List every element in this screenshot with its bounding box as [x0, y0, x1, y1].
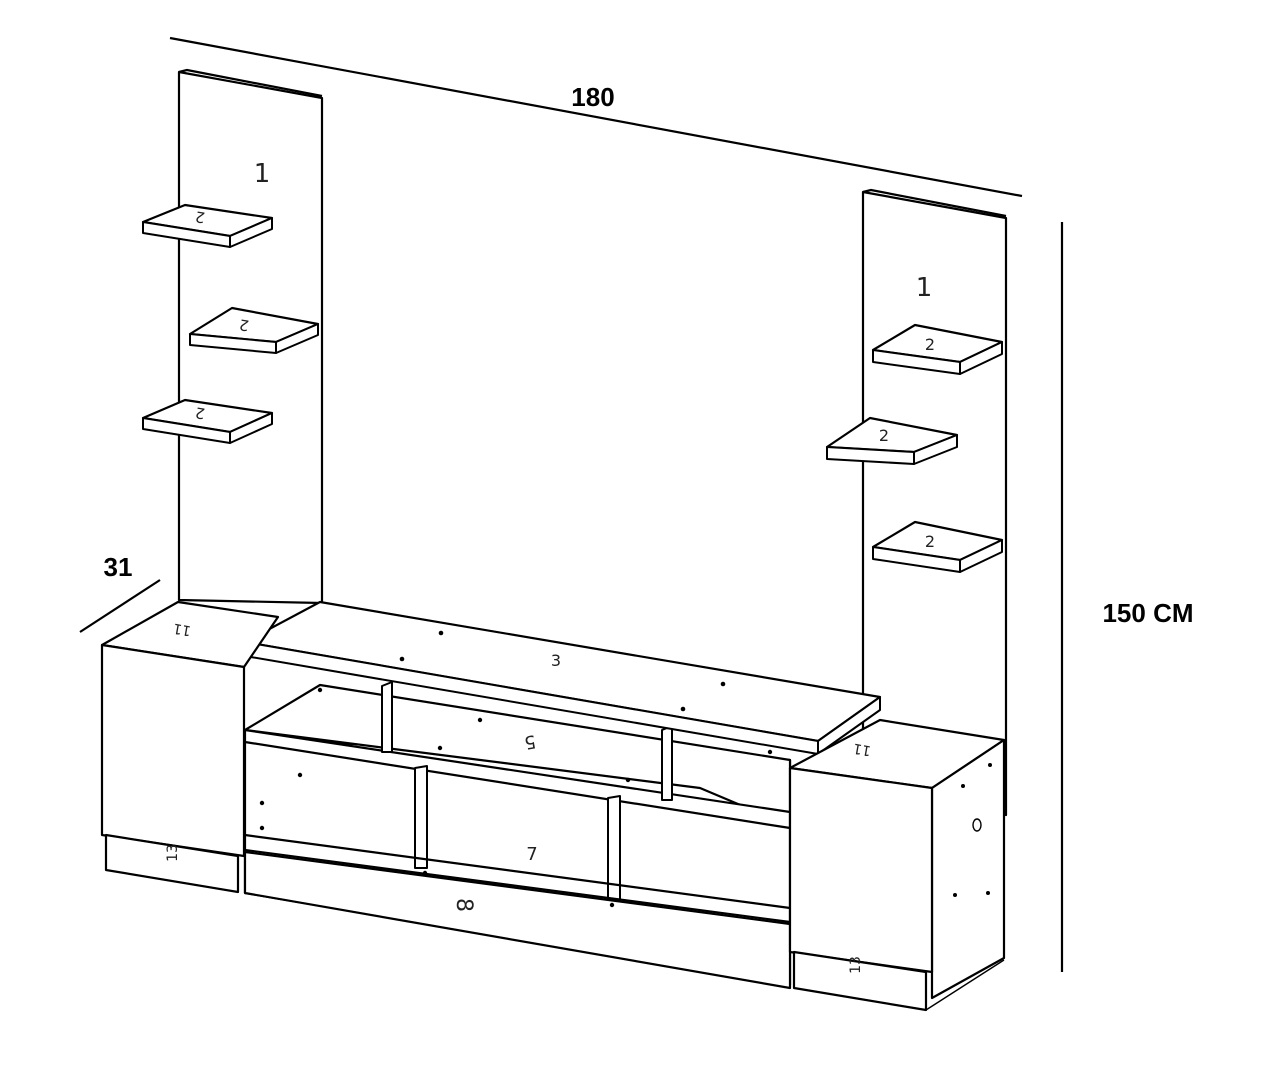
middle-shelf-label: 5	[522, 730, 537, 753]
right-shelf-2-label: 2	[879, 426, 889, 445]
bottom-shelf-label: 7	[526, 844, 537, 865]
left-shelf-1-label: 2	[194, 207, 207, 226]
top-board-label: 3	[551, 651, 561, 670]
right-cabinet: 11 13	[788, 718, 1006, 1012]
left-wall-shelf-3: 2	[141, 398, 274, 444]
right-cabinet-top-label: 11	[852, 740, 872, 759]
right-wall-shelf-2: 2	[825, 416, 959, 465]
height-dimension: 150 CM	[1060, 222, 1194, 972]
left-wall-shelf-2: 2	[188, 306, 320, 354]
left-shelf-2-label: 2	[238, 315, 251, 334]
left-cabinet-base-label: 13	[165, 844, 181, 862]
upper-divider-left	[381, 681, 393, 753]
depth-dimension-line	[79, 579, 161, 633]
right-shelf-3-label: 2	[925, 532, 935, 551]
base-plinth-label: 8	[451, 898, 476, 912]
right-shelf-1-label: 2	[925, 335, 935, 354]
depth-dimension: 31	[79, 552, 161, 633]
left-shelf-3-label: 2	[194, 403, 207, 422]
left-cabinet-top-label: 11	[172, 620, 192, 639]
right-wall-shelf-3: 2	[871, 520, 1004, 573]
base-plinth	[243, 850, 792, 990]
width-label: 180	[571, 82, 614, 112]
left-wall-shelf-1: 2	[141, 203, 274, 248]
right-panel-label: 1	[916, 273, 933, 303]
left-panel-label: 1	[254, 159, 271, 189]
tv-stand-body: 5 7 8	[243, 681, 792, 990]
left-cabinet: 11 13	[100, 600, 280, 894]
right-wall-shelf-1: 2	[871, 323, 1004, 375]
depth-label: 31	[104, 552, 133, 582]
lower-divider-left	[414, 765, 428, 869]
right-cabinet-base-label: 13	[848, 956, 864, 974]
right-cabinet-door	[788, 766, 934, 974]
width-dimension-line	[169, 36, 1023, 198]
width-dimension: 180	[169, 36, 1023, 198]
upper-divider-right	[661, 725, 673, 801]
height-label: 150 CM	[1102, 598, 1193, 628]
left-cabinet-door	[100, 643, 246, 858]
